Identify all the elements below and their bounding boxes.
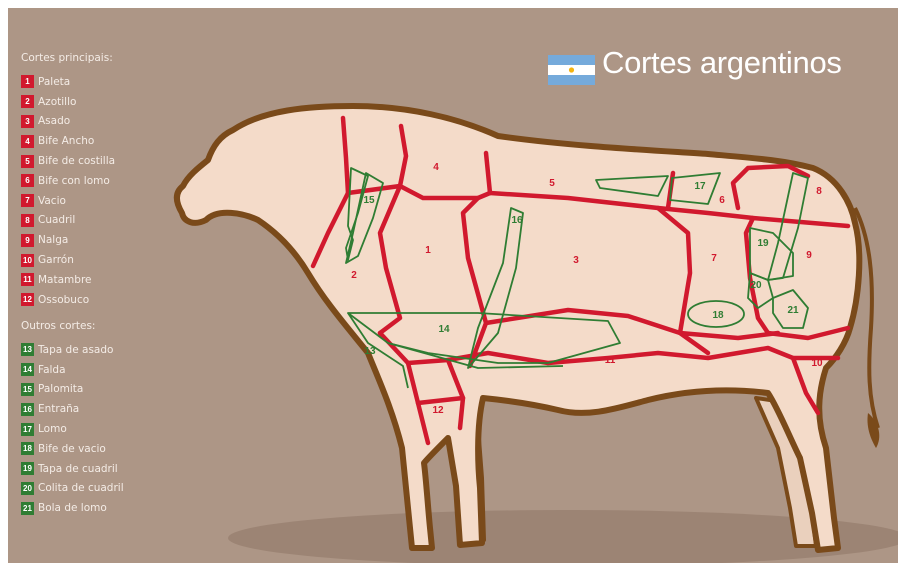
diagram-label-2: 2 bbox=[351, 270, 357, 281]
legend-number-badge: 16 bbox=[21, 402, 34, 416]
legend-other-list: 13 Tapa de asado 14 Falda 15 Palomita 16 Entrañ… bbox=[21, 340, 124, 518]
legend-number-badge: 12 bbox=[21, 293, 34, 307]
legend-number-badge: 20 bbox=[21, 481, 34, 495]
diagram-label-19: 19 bbox=[757, 238, 769, 249]
legend-number-badge: 2 bbox=[21, 95, 34, 109]
argentina-flag-icon bbox=[548, 55, 595, 85]
diagram-label-3: 3 bbox=[573, 255, 579, 266]
legend-item: 15 Palomita bbox=[21, 380, 124, 400]
legend-item: 5 Bife de costilla bbox=[21, 151, 115, 171]
legend-item: 7 Vacio bbox=[21, 191, 115, 211]
legend-number-badge: 17 bbox=[21, 422, 34, 436]
diagram-label-18: 18 bbox=[712, 310, 724, 321]
diagram-label-9: 9 bbox=[806, 250, 812, 261]
legend-item: 11 Matambre bbox=[21, 270, 115, 290]
legend-number-badge: 13 bbox=[21, 343, 34, 357]
legend-label: Colita de cuadril bbox=[38, 482, 124, 495]
legend-item: 10 Garrón bbox=[21, 250, 115, 270]
diagram-label-5: 5 bbox=[549, 178, 555, 189]
legend-item: 16 Entraña bbox=[21, 399, 124, 419]
diagram-label-10: 10 bbox=[811, 358, 823, 369]
legend-number-badge: 19 bbox=[21, 462, 34, 476]
legend-number-badge: 21 bbox=[21, 501, 34, 515]
legend-label: Vacio bbox=[38, 194, 66, 207]
legend-number-badge: 9 bbox=[21, 233, 34, 247]
legend-item: 8 Cuadril bbox=[21, 211, 115, 231]
main-cut-lines bbox=[310, 115, 851, 446]
diagram-label-7: 7 bbox=[711, 253, 717, 264]
legend-item: 1 Paleta bbox=[21, 72, 115, 92]
legend-label: Asado bbox=[38, 115, 71, 128]
legend-item: 20 Colita de cuadril bbox=[21, 479, 124, 499]
legend-number-badge: 7 bbox=[21, 194, 34, 208]
diagram-label-21: 21 bbox=[787, 305, 799, 316]
legend-label: Nalga bbox=[38, 234, 69, 247]
legend-number-badge: 1 bbox=[21, 75, 34, 89]
diagram-label-20: 20 bbox=[750, 280, 762, 291]
legend-number-badge: 18 bbox=[21, 442, 34, 456]
diagram-label-17: 17 bbox=[694, 181, 706, 192]
legend-label: Bife de costilla bbox=[38, 155, 116, 168]
legend-number-badge: 15 bbox=[21, 382, 34, 396]
diagram-label-16: 16 bbox=[511, 215, 523, 226]
legend-label: Bife Ancho bbox=[38, 135, 95, 148]
legend-label: Entraña bbox=[38, 403, 80, 416]
diagram-label-15: 15 bbox=[363, 195, 375, 206]
legend-number-badge: 8 bbox=[21, 213, 34, 227]
legend-label: Azotillo bbox=[38, 95, 77, 108]
legend-number-badge: 3 bbox=[21, 114, 34, 128]
legend-item: 4 Bife Ancho bbox=[21, 131, 115, 151]
legend-label: Falda bbox=[38, 363, 66, 376]
legend-number-badge: 4 bbox=[21, 134, 34, 148]
legend-label: Paleta bbox=[38, 75, 71, 88]
cow-cuts-diagram: 1 2 3 4 5 6 7 8 9 10 11 12 13 14 15 16 1… bbox=[173, 103, 898, 563]
legend-other-heading: Outros cortes: bbox=[21, 320, 96, 332]
legend-item: 6 Bife con lomo bbox=[21, 171, 115, 191]
legend-label: Bife con lomo bbox=[38, 174, 110, 187]
diagram-label-13: 13 bbox=[364, 346, 376, 357]
legend-principal-heading: Cortes principais: bbox=[21, 52, 113, 64]
legend-number-badge: 14 bbox=[21, 363, 34, 377]
legend-number-badge: 6 bbox=[21, 174, 34, 188]
legend-label: Bife de vacio bbox=[38, 442, 106, 455]
legend-item: 12 Ossobuco bbox=[21, 290, 115, 310]
legend-number-badge: 5 bbox=[21, 154, 34, 168]
legend-item: 13 Tapa de asado bbox=[21, 340, 124, 360]
diagram-label-1: 1 bbox=[425, 245, 431, 256]
legend-item: 21 Bola de lomo bbox=[21, 498, 124, 518]
legend-label: Garrón bbox=[38, 254, 74, 267]
legend-item: 19 Tapa de cuadril bbox=[21, 459, 124, 479]
legend-label: Bola de lomo bbox=[38, 502, 107, 515]
other-cut-lines bbox=[345, 167, 809, 389]
legend-item: 18 Bife de vacio bbox=[21, 439, 124, 459]
legend-label: Lomo bbox=[38, 423, 67, 436]
diagram-label-6: 6 bbox=[719, 195, 725, 206]
legend-item: 9 Nalga bbox=[21, 230, 115, 250]
infographic-frame: 1 2 3 4 5 6 7 8 9 10 11 12 13 14 15 16 1… bbox=[8, 8, 898, 563]
ground-shadow bbox=[228, 510, 898, 563]
cow-body bbox=[173, 103, 863, 553]
legend-item: 2 Azotillo bbox=[21, 92, 115, 112]
legend-label: Cuadril bbox=[38, 214, 76, 227]
legend-number-badge: 10 bbox=[21, 253, 34, 267]
diagram-label-8: 8 bbox=[816, 186, 822, 197]
cow-tail bbox=[853, 207, 880, 429]
legend-label: Palomita bbox=[38, 383, 84, 396]
tail-tip bbox=[867, 413, 880, 448]
diagram-label-12: 12 bbox=[432, 405, 444, 416]
legend-label: Tapa de cuadril bbox=[38, 462, 118, 475]
diagram-label-4: 4 bbox=[433, 162, 439, 173]
legend-item: 17 Lomo bbox=[21, 419, 124, 439]
legend-label: Tapa de asado bbox=[38, 343, 114, 356]
diagram-label-11: 11 bbox=[605, 355, 616, 366]
diagram-label-14: 14 bbox=[438, 324, 450, 335]
legend-item: 14 Falda bbox=[21, 360, 124, 380]
legend-label: Ossobuco bbox=[38, 293, 90, 306]
legend-principal-list: 1 Paleta 2 Azotillo 3 Asado 4 Bife Ancho 5 Bife d… bbox=[21, 72, 115, 310]
legend-item: 3 Asado bbox=[21, 112, 115, 132]
legend-number-badge: 11 bbox=[21, 273, 34, 287]
page-title: Cortes argentinos bbox=[602, 45, 842, 80]
legend-label: Matambre bbox=[38, 273, 92, 286]
